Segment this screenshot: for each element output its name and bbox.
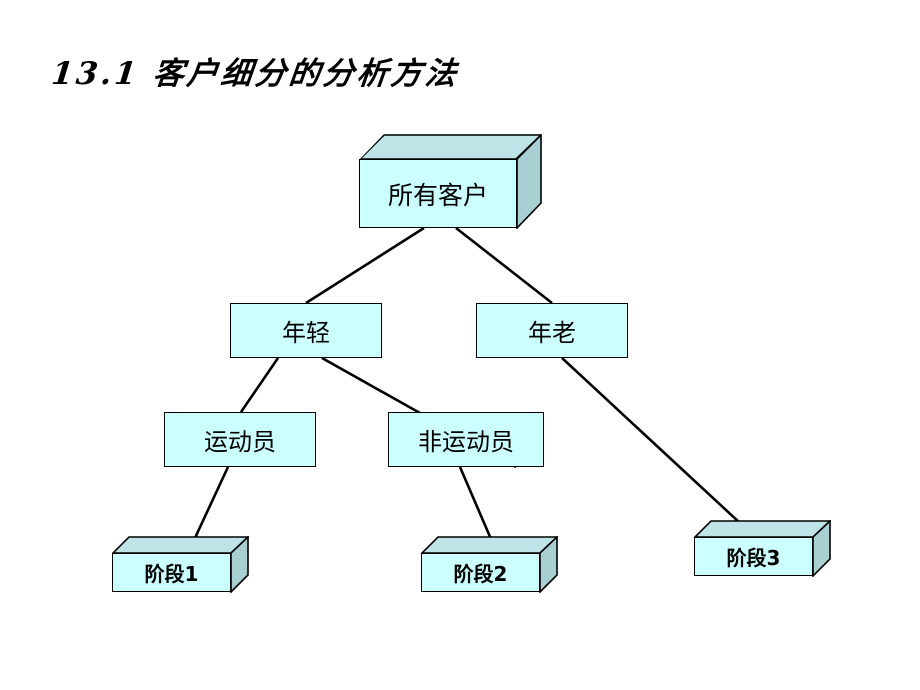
node-top-face <box>359 134 542 160</box>
node-athlete[interactable]: 运动员 <box>164 412 316 467</box>
node-non-athlete[interactable]: 非运动员 <box>388 412 544 467</box>
node-side-face <box>539 536 558 593</box>
node-young[interactable]: 年轻 <box>230 303 382 358</box>
page-title: 13.1 客户细分的分析方法 <box>49 56 461 92</box>
node-side-face-outline <box>812 520 831 577</box>
edge-young-to-athlete <box>239 357 280 413</box>
node-all-customers[interactable]: 所有客户 <box>359 134 542 229</box>
node-stage-2[interactable]: 阶段2 <box>421 536 558 593</box>
node-side-face-outline <box>230 536 249 593</box>
node-side-face <box>230 536 249 593</box>
edge-root-to-old <box>455 226 553 305</box>
node-top-face-outline <box>694 520 831 538</box>
node-top-face-outline <box>359 134 542 160</box>
node-stage-3[interactable]: 阶段3 <box>694 520 831 577</box>
node-side-face-outline <box>516 134 542 229</box>
node-stage-1[interactable]: 阶段1 <box>112 536 249 593</box>
node-top-face-outline <box>112 536 249 554</box>
edge-root-to-young <box>305 226 425 305</box>
node-label-all-customers: 所有客户 <box>359 159 517 228</box>
node-side-face <box>812 520 831 577</box>
node-top-face <box>112 536 249 554</box>
edge-old-to-stage3 <box>561 357 755 537</box>
node-label-stage-1: 阶段1 <box>112 553 231 592</box>
node-top-face <box>421 536 558 554</box>
node-old[interactable]: 年老 <box>476 303 628 358</box>
node-label-stage-3: 阶段3 <box>694 537 813 576</box>
node-side-face <box>516 134 542 229</box>
node-top-face <box>694 520 831 538</box>
node-side-face-outline <box>539 536 558 593</box>
node-top-face-outline <box>421 536 558 554</box>
node-label-stage-2: 阶段2 <box>421 553 540 592</box>
